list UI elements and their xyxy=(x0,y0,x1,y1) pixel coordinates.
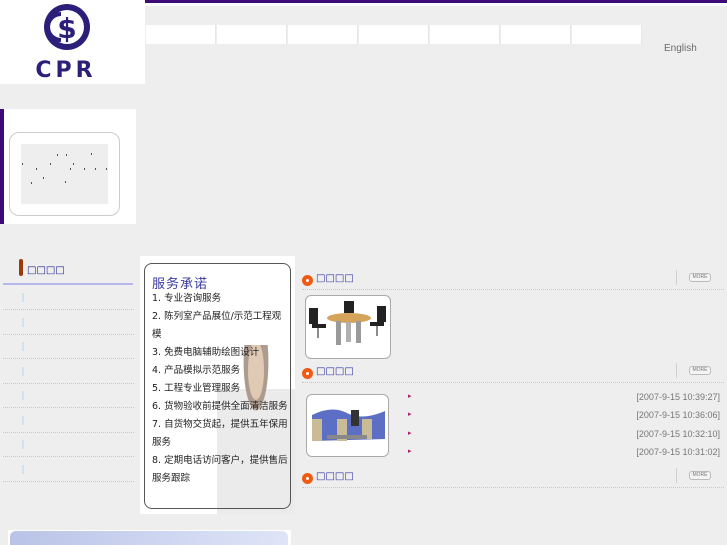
sidebar-item-marker xyxy=(22,367,24,376)
logo[interactable]: $ CPR xyxy=(0,0,145,84)
section-title: □□□□ xyxy=(316,366,354,377)
placeholder-dot xyxy=(31,182,32,184)
more-button[interactable]: MORE xyxy=(689,471,711,480)
cpr-logo-icon: $ CPR xyxy=(35,4,96,83)
section-header-3: □□□□ MORE xyxy=(302,468,724,488)
section-bullet-icon xyxy=(302,275,313,286)
placeholder-dot xyxy=(50,163,51,165)
news-date: [2007-9-15 10:36:06] xyxy=(636,410,720,420)
nav-item-7[interactable] xyxy=(572,25,642,44)
news-date: [2007-9-15 10:31:02] xyxy=(636,447,720,457)
sidebar-item-3[interactable] xyxy=(3,335,134,359)
sidebar-title-underline xyxy=(3,283,133,285)
placeholder-dot xyxy=(106,168,107,170)
section-title: □□□□ xyxy=(316,273,354,284)
section-bullet-icon xyxy=(302,473,313,484)
section-bullet-icon xyxy=(302,368,313,379)
service-promise-frame xyxy=(144,263,291,509)
sidebar-item-marker xyxy=(22,391,24,400)
bottom-banner[interactable] xyxy=(10,531,288,545)
promise-item: 5. 工程专业管理服务 xyxy=(152,383,241,394)
sidebar-item-5[interactable] xyxy=(3,384,134,408)
service-promise-list: 1. 专业咨询服务 2. 陈列室产品展位/示范工程观模 3. 免费电脑辅助绘图设… xyxy=(152,290,290,488)
section-divider xyxy=(676,468,677,483)
news-bullet-icon[interactable] xyxy=(408,429,413,439)
promise-item: 8. 定期电话访问客户，提供售后服务跟踪 xyxy=(152,455,288,484)
nav-item-1[interactable] xyxy=(146,25,216,44)
nav-item-6[interactable] xyxy=(501,25,571,44)
header-divider xyxy=(145,3,727,6)
sidebar-title-marker xyxy=(19,259,23,276)
sidebar-item-marker xyxy=(22,318,24,327)
sidebar-title: □□□□ xyxy=(27,265,65,276)
sidebar-item-2[interactable] xyxy=(3,311,134,335)
placeholder-dot xyxy=(65,181,66,183)
news-bullet-icon[interactable] xyxy=(408,410,413,420)
section-title: □□□□ xyxy=(316,471,354,482)
promise-item: 3. 免费电脑辅助绘图设计 xyxy=(152,347,260,358)
placeholder-dot xyxy=(73,163,74,165)
sidebar-item-marker xyxy=(22,416,24,425)
placeholder-dot xyxy=(70,168,71,170)
section-divider xyxy=(676,363,677,378)
nav-item-4[interactable] xyxy=(359,25,429,44)
news-date: [2007-9-15 10:39:27] xyxy=(636,392,720,402)
promise-item: 4. 产品模拟示范服务 xyxy=(152,365,241,376)
header-accent-bar xyxy=(145,0,727,3)
service-promise-title: 服务承诺 xyxy=(152,277,209,292)
placeholder-dot xyxy=(36,168,37,170)
sidebar-item-1[interactable] xyxy=(3,286,134,310)
sidebar-item-8[interactable] xyxy=(3,458,134,482)
news-bullet-icon[interactable] xyxy=(408,447,413,457)
workstation-thumbnail[interactable] xyxy=(306,394,389,457)
news-bullet-icon[interactable] xyxy=(408,392,413,402)
sidebar-item-marker xyxy=(22,440,24,449)
promise-item: 7. 自货物交货起，提供五年保用服务 xyxy=(152,419,288,448)
placeholder-dot xyxy=(66,154,67,156)
office-workstation-image-icon xyxy=(312,409,385,441)
placeholder-dot xyxy=(91,153,92,155)
sidebar-item-marker xyxy=(22,342,24,351)
news-date: [2007-9-15 10:32:10] xyxy=(636,429,720,439)
main-nav xyxy=(146,25,643,44)
businesswoman-image xyxy=(217,345,295,514)
nav-item-3[interactable] xyxy=(288,25,358,44)
svg-text:$: $ xyxy=(57,12,76,45)
promise-item: 6. 货物验收前提供全面清洁服务 xyxy=(152,401,288,412)
placeholder-dot xyxy=(95,168,96,170)
meeting-table-image-icon xyxy=(309,301,386,345)
section-header-1: □□□□ MORE xyxy=(302,270,724,290)
placeholder-dot xyxy=(22,163,23,165)
nav-item-5[interactable] xyxy=(430,25,500,44)
section-divider xyxy=(676,270,677,285)
flash-accent-strip xyxy=(0,109,4,224)
section-header-2: □□□□ MORE xyxy=(302,363,724,383)
flash-placeholder[interactable] xyxy=(21,144,108,204)
svg-text:CPR: CPR xyxy=(35,58,96,83)
english-language-link[interactable]: English xyxy=(664,43,697,54)
placeholder-dot xyxy=(57,154,58,156)
nav-item-2[interactable] xyxy=(217,25,287,44)
sidebar-item-marker xyxy=(22,293,24,302)
sidebar-item-6[interactable] xyxy=(3,409,134,433)
sidebar-item-7[interactable] xyxy=(3,433,134,457)
more-button[interactable]: MORE xyxy=(689,366,711,375)
promise-item: 2. 陈列室产品展位/示范工程观模 xyxy=(152,311,282,340)
sidebar-item-marker xyxy=(22,465,24,474)
sidebar-item-4[interactable] xyxy=(3,360,134,384)
more-button[interactable]: MORE xyxy=(689,273,711,282)
placeholder-dot xyxy=(84,168,85,170)
promise-item: 1. 专业咨询服务 xyxy=(152,293,222,304)
meeting-table-thumbnail[interactable] xyxy=(305,295,391,359)
placeholder-dot xyxy=(43,177,44,179)
